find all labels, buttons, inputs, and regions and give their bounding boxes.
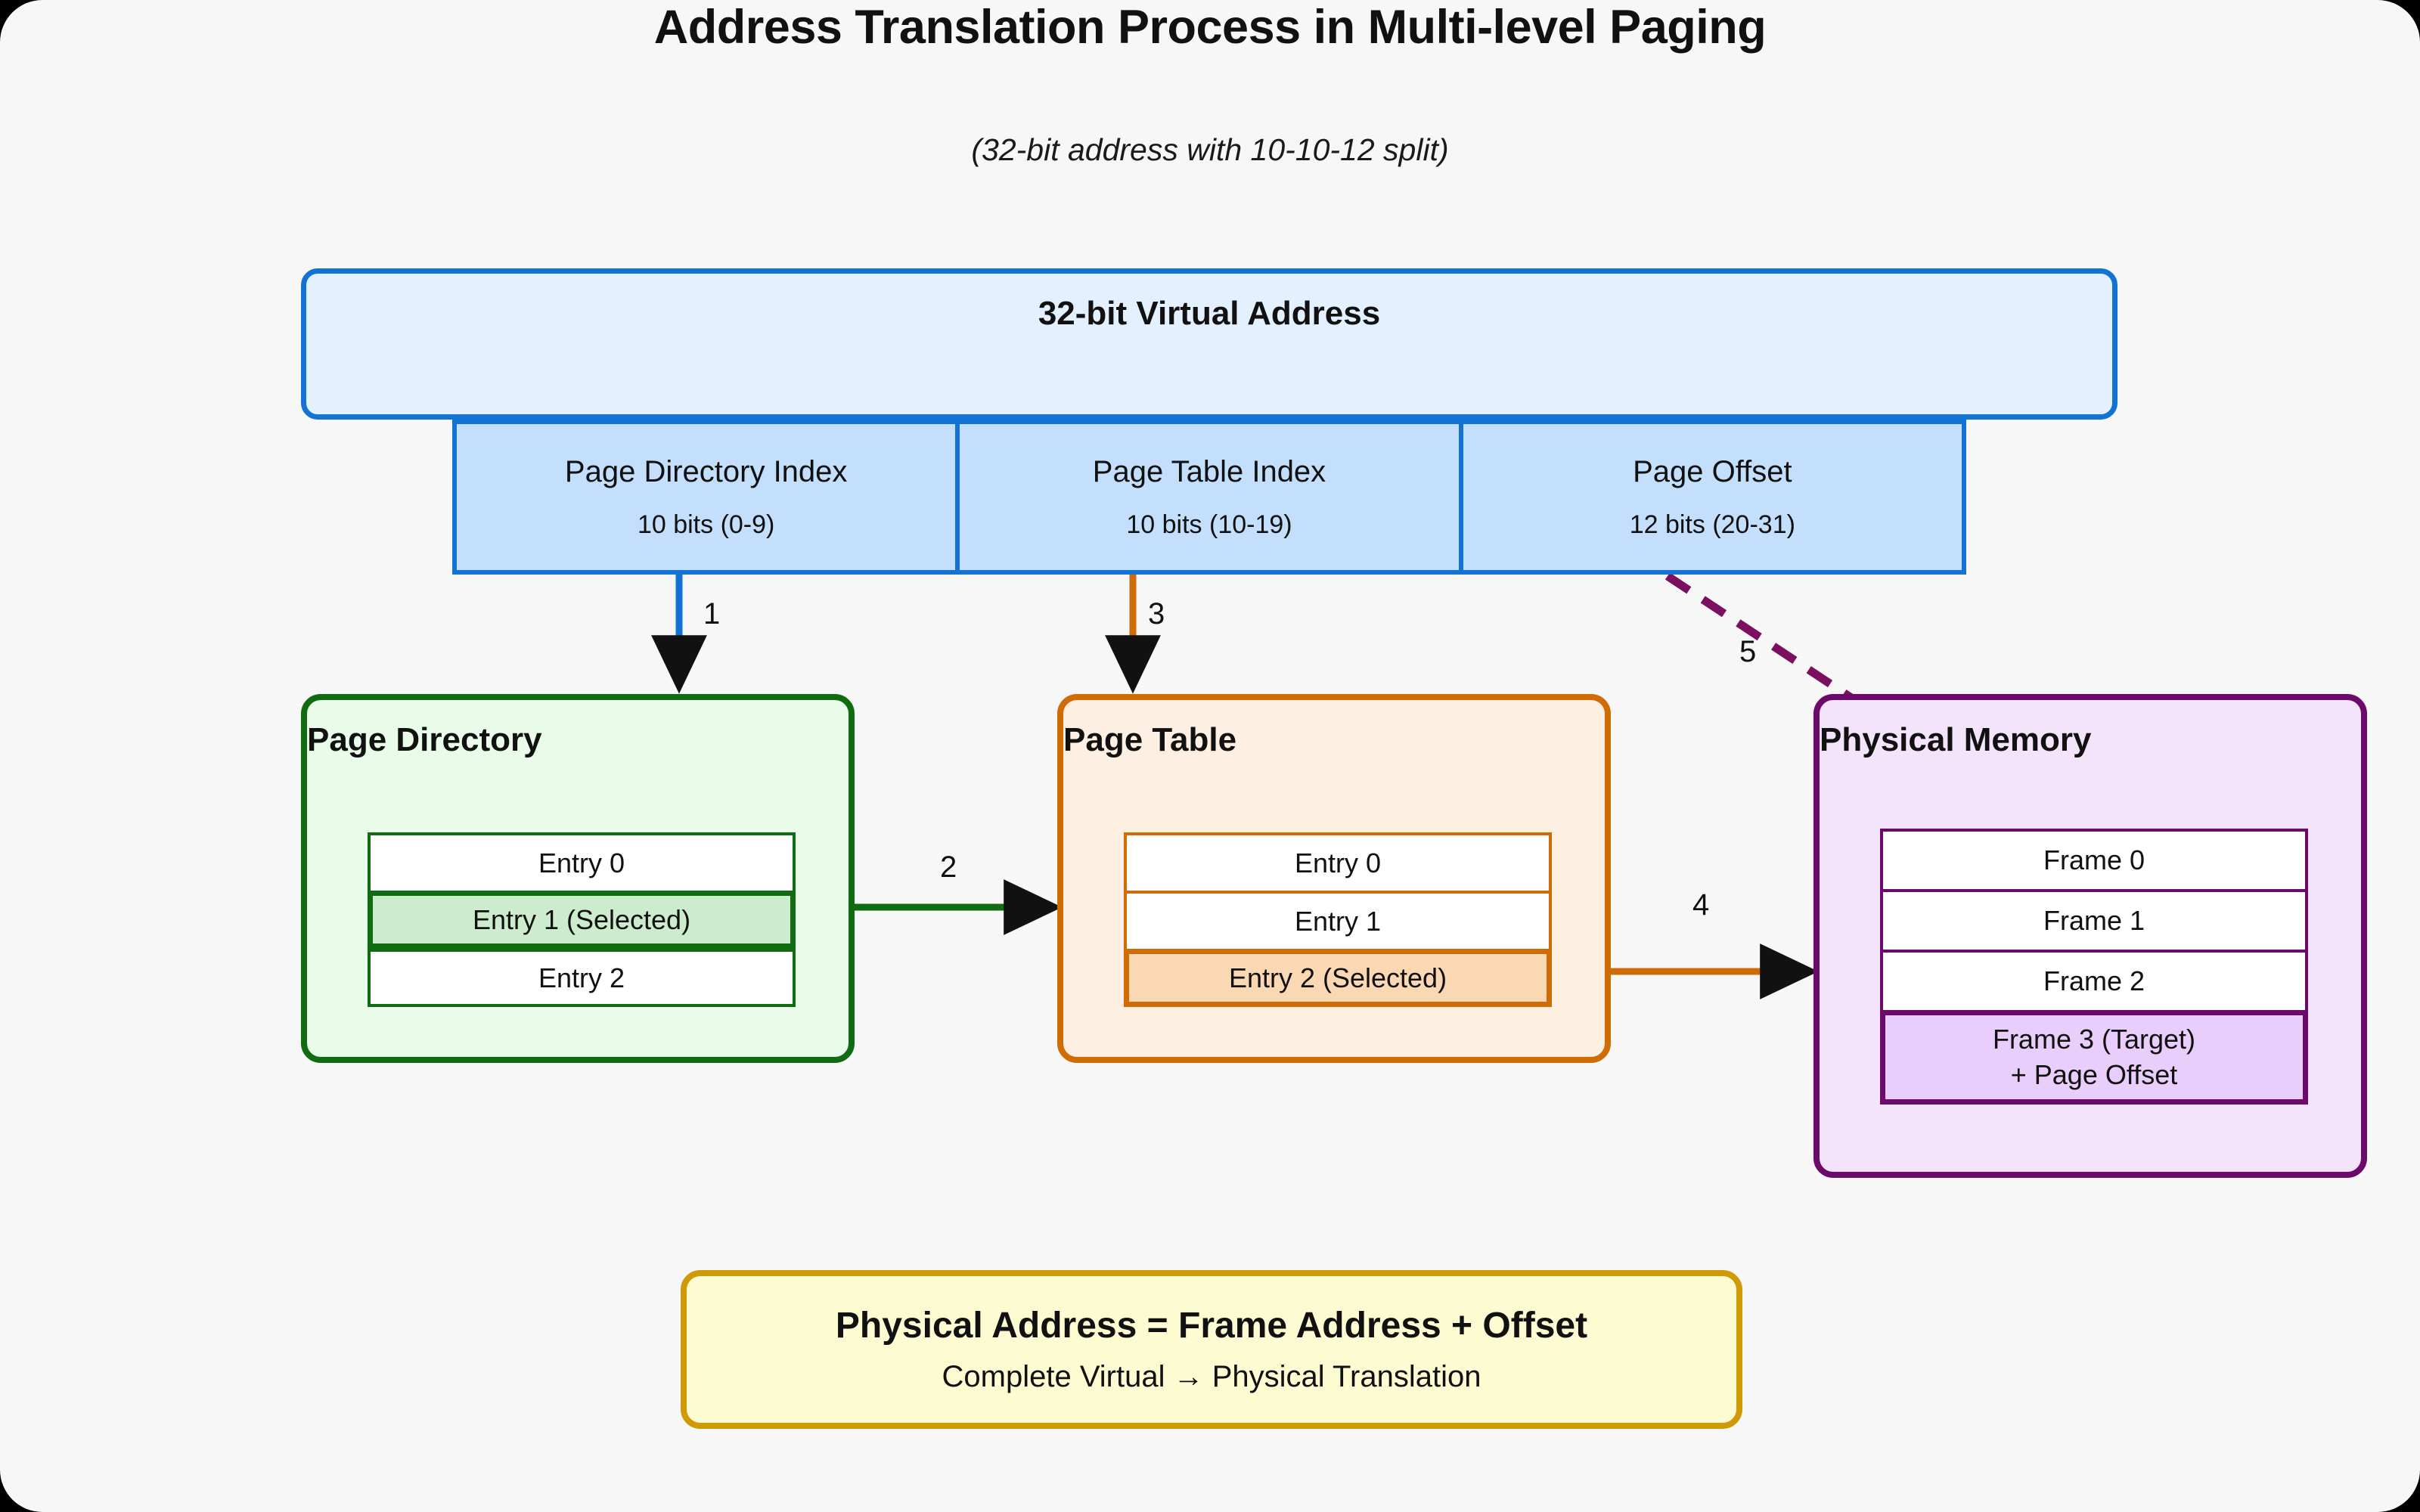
step-label-3: 3 bbox=[1148, 597, 1165, 631]
field-bits: 10 bits (0-9) bbox=[637, 510, 775, 539]
page-directory-entry[interactable]: Entry 0 bbox=[368, 832, 796, 891]
formula-box: Physical Address = Frame Address + Offse… bbox=[681, 1270, 1742, 1429]
page-table-entry-list: Entry 0 Entry 1 Entry 2 (Selected) bbox=[1124, 832, 1552, 1007]
page-table-entry[interactable]: Entry 0 bbox=[1124, 832, 1552, 891]
virtual-address-box: 32-bit Virtual Address bbox=[301, 268, 2118, 420]
field-page-directory-index[interactable]: Page Directory Index 10 bits (0-9) bbox=[457, 424, 960, 570]
physical-memory-frame[interactable]: Frame 1 bbox=[1880, 889, 2308, 950]
page-title: Address Translation Process in Multi-lev… bbox=[653, 1, 1767, 54]
step-label-1: 1 bbox=[703, 597, 721, 631]
page-table-entry-selected[interactable]: Entry 2 (Selected) bbox=[1124, 949, 1552, 1007]
field-bits: 10 bits (10-19) bbox=[1126, 510, 1292, 539]
physical-memory-frame[interactable]: Frame 0 bbox=[1880, 829, 2308, 889]
physical-memory-frame-target[interactable]: Frame 3 (Target) + Page Offset bbox=[1880, 1010, 2308, 1105]
page-directory-box: Page Directory Entry 0 Entry 1 (Selected… bbox=[301, 694, 855, 1063]
page-subtitle: (32-bit address with 10-10-12 split) bbox=[971, 132, 1449, 167]
frame-target-offset-label: + Page Offset bbox=[2010, 1058, 2178, 1090]
field-name: Page Table Index bbox=[1092, 454, 1326, 488]
frame-target-label: Frame 3 (Target) bbox=[1992, 1024, 2196, 1055]
virtual-address-label: 32-bit Virtual Address bbox=[1038, 295, 1381, 332]
physical-memory-frame[interactable]: Frame 2 bbox=[1880, 950, 2308, 1010]
field-page-offset[interactable]: Page Offset 12 bits (20-31) bbox=[1463, 424, 1962, 570]
page-table-title: Page Table bbox=[1063, 721, 1237, 758]
formula-equation: Physical Address = Frame Address + Offse… bbox=[835, 1306, 1588, 1346]
page-directory-title: Page Directory bbox=[307, 721, 542, 758]
field-page-table-index[interactable]: Page Table Index 10 bits (10-19) bbox=[960, 424, 1463, 570]
step-label-4: 4 bbox=[1692, 888, 1710, 922]
step-label-2: 2 bbox=[940, 850, 957, 884]
physical-memory-frame-list: Frame 0 Frame 1 Frame 2 Frame 3 (Target)… bbox=[1880, 829, 2308, 1105]
field-name: Page Directory Index bbox=[564, 454, 848, 488]
page-table-entry[interactable]: Entry 1 bbox=[1124, 891, 1552, 949]
field-bits: 12 bits (20-31) bbox=[1629, 510, 1795, 539]
field-name: Page Offset bbox=[1633, 454, 1792, 488]
step-label-5: 5 bbox=[1739, 635, 1757, 668]
page-directory-entry-selected[interactable]: Entry 1 (Selected) bbox=[368, 891, 796, 949]
virtual-address-field-bar: Page Directory Index 10 bits (0-9) Page … bbox=[452, 420, 1966, 575]
physical-memory-title: Physical Memory bbox=[1820, 721, 2092, 758]
page-directory-entry[interactable]: Entry 2 bbox=[368, 949, 796, 1007]
page-directory-entry-list: Entry 0 Entry 1 (Selected) Entry 2 bbox=[368, 832, 796, 1007]
formula-caption: Complete Virtual → Physical Translation bbox=[942, 1360, 1481, 1393]
page-table-box: Page Table Entry 0 Entry 1 Entry 2 (Sele… bbox=[1057, 694, 1611, 1063]
physical-memory-box: Physical Memory Frame 0 Frame 1 Frame 2 … bbox=[1813, 694, 2367, 1178]
